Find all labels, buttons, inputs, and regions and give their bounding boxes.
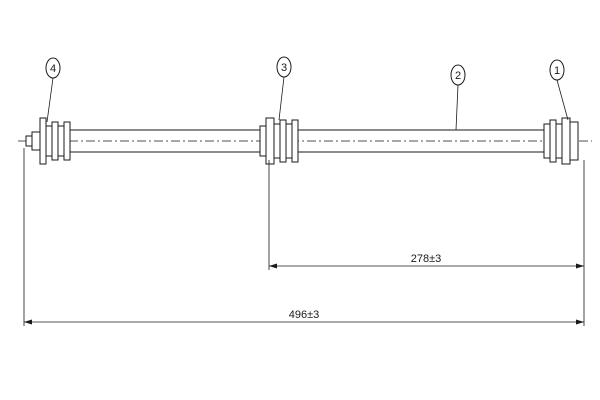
dimension-partial: 278±3 (269, 253, 584, 269)
right-end-fitting (543, 117, 579, 165)
hose-body (70, 129, 544, 153)
dimension-overall-label: 496±3 (289, 309, 320, 321)
balloon-1: 1 (549, 59, 565, 81)
balloon-4: 4 (45, 57, 61, 79)
leader-lines (46, 76, 569, 131)
left-end-fitting (25, 117, 71, 165)
balloon-2-label: 2 (455, 70, 461, 82)
balloon-2: 2 (450, 64, 466, 86)
balloon-4-label: 4 (50, 63, 56, 75)
balloon-3: 3 (276, 56, 292, 78)
extension-lines (23, 148, 585, 326)
middle-bracket-fitting (259, 117, 299, 165)
dimension-partial-label: 278±3 (411, 253, 442, 265)
balloon-1-label: 1 (554, 65, 560, 77)
dimension-overall: 496±3 (24, 309, 584, 325)
balloon-3-label: 3 (281, 62, 287, 74)
